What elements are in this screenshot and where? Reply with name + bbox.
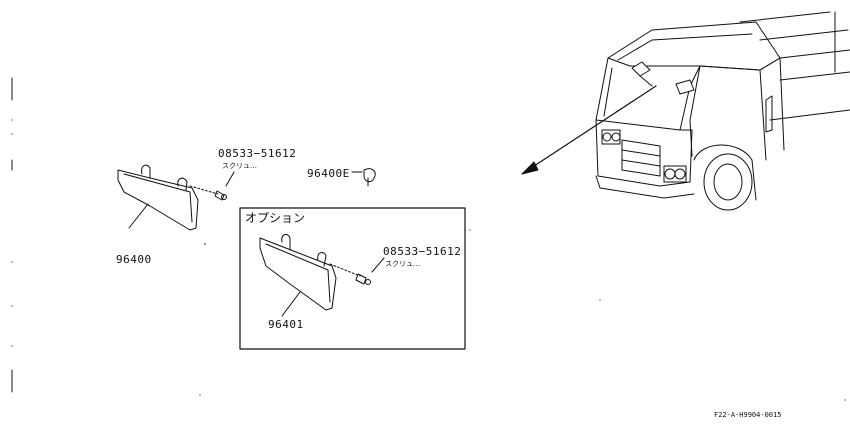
sun-visor-96401 bbox=[259, 234, 337, 311]
part-number-screw-top: 08533−51612 bbox=[218, 147, 297, 160]
screw-link-option bbox=[329, 263, 361, 277]
truck-cab bbox=[595, 11, 850, 211]
part-number-screw-option: 08533−51612 bbox=[383, 245, 462, 258]
screw-option bbox=[355, 257, 385, 285]
screw-top bbox=[214, 171, 235, 201]
clip-96400e bbox=[351, 168, 376, 187]
leader-96401 bbox=[281, 291, 301, 317]
option-box-frame bbox=[239, 207, 466, 350]
location-arrow bbox=[521, 85, 657, 175]
part-number-clip: 96400E bbox=[307, 167, 350, 180]
leader-96400 bbox=[128, 203, 149, 229]
part-name-screw-top: スクリュ… bbox=[222, 162, 257, 170]
sun-visor-96400 bbox=[117, 164, 199, 231]
part-number-visor-96400: 96400 bbox=[116, 253, 152, 266]
figure-reference-code: F22-A-H9904-0015 bbox=[714, 411, 782, 419]
part-number-visor-96401: 96401 bbox=[268, 318, 304, 331]
screw-link-top bbox=[189, 185, 219, 195]
part-name-screw-option: スクリュ… bbox=[385, 260, 420, 268]
option-box-title: オプション bbox=[245, 211, 306, 225]
scan-dots bbox=[11, 119, 846, 401]
